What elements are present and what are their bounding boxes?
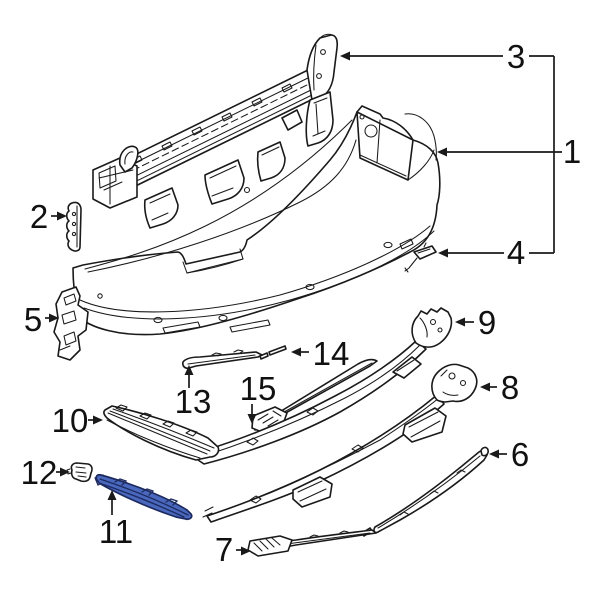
- callout-6-arrow: [489, 449, 499, 459]
- callout-8[interactable]: 8: [501, 369, 519, 406]
- callout-2-arrow: [57, 211, 67, 221]
- callout-5-arrow: [49, 313, 59, 323]
- callout-15[interactable]: 15: [240, 370, 277, 407]
- callout-numbers: 1 2 3 4 5 6 7 8 9 10 11 12 13 14 15: [21, 38, 582, 568]
- callout-11[interactable]: 11: [99, 513, 133, 550]
- callout-leaders: [45, 51, 562, 556]
- part-3-impact-bar[interactable]: [92, 33, 339, 229]
- callout-1[interactable]: 1: [563, 133, 581, 170]
- callout-14[interactable]: 14: [313, 335, 350, 372]
- callout-4-arrow: [438, 248, 448, 258]
- callout-7-arrow: [241, 546, 251, 556]
- part-7-trim-strip[interactable]: [247, 529, 377, 557]
- part-14-molding[interactable]: [259, 345, 287, 360]
- callout-3[interactable]: 3: [507, 38, 525, 75]
- callout-9[interactable]: 9: [478, 304, 496, 341]
- callout-2[interactable]: 2: [30, 198, 48, 235]
- part-11-molding-highlighted[interactable]: [94, 473, 193, 521]
- callout-14-arrow: [291, 347, 301, 357]
- callout-10-arrow: [93, 415, 103, 425]
- part-8-lower-valance[interactable]: [202, 363, 478, 523]
- callout-13[interactable]: 13: [175, 383, 212, 420]
- part-4-clip[interactable]: [404, 242, 437, 273]
- part-9-upper-valance[interactable]: [197, 307, 453, 465]
- callout-6[interactable]: 6: [511, 436, 529, 473]
- callout-13-arrow: [184, 365, 194, 375]
- callout-11-arrow: [107, 490, 117, 500]
- callout-7[interactable]: 7: [215, 531, 233, 568]
- part-5-side-bracket[interactable]: [53, 286, 89, 361]
- callout-8-arrow: [480, 382, 490, 392]
- callout-9-arrow: [455, 317, 465, 327]
- callout-12-arrow: [60, 467, 70, 477]
- callout-10[interactable]: 10: [52, 402, 89, 439]
- part-2-bracket[interactable]: [65, 201, 82, 252]
- callout-12[interactable]: 12: [21, 454, 58, 491]
- part-10-step-pad[interactable]: [103, 404, 220, 461]
- part-1-bumper-cover[interactable]: [72, 105, 441, 336]
- callout-1-arrow: [437, 147, 447, 157]
- callout-5[interactable]: 5: [24, 301, 42, 338]
- callout-3-arrow: [340, 51, 350, 61]
- callout-15-arrow: [247, 414, 257, 424]
- part-12-clip[interactable]: [66, 462, 93, 483]
- part-13-molding[interactable]: [182, 349, 263, 369]
- callout-4[interactable]: 4: [507, 234, 525, 271]
- callout-3-leader: [349, 55, 555, 254]
- part-6-trim-strip[interactable]: [361, 446, 489, 537]
